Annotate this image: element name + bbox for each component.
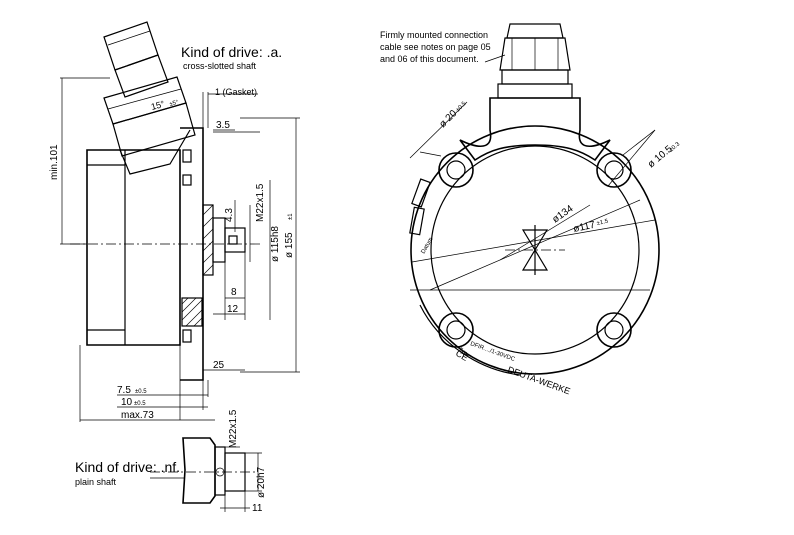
ce-mark: CE (454, 348, 470, 363)
dim-m22: M22x1.5 (255, 183, 266, 222)
gasket-label: 1 (Gasket) (215, 87, 257, 97)
note-line1: Firmly mounted connection (380, 30, 488, 40)
drive-a-title: Kind of drive: .a. (181, 44, 282, 60)
dim-10-tol: ±0.5 (134, 401, 146, 407)
plain-shaft-view: Kind of drive: .nf. plain shaft M22x1.5 … (75, 409, 267, 514)
front-dim-134: ø134 (550, 203, 575, 225)
dim-155-tol: ±1 (288, 213, 294, 220)
dim-8: 8 (231, 287, 237, 298)
drive-nf-subtitle: plain shaft (75, 477, 117, 487)
dim-7-5: 7.5 (117, 385, 131, 396)
angle-label: 15° (150, 99, 166, 112)
cable-gland (497, 23, 573, 99)
dim-max73: max.73 (121, 410, 154, 421)
shaft-dim-m22: M22x1.5 (228, 409, 239, 448)
side-view: Kind of drive: .a. cross-slotted shaft 1… (49, 21, 300, 422)
front-dim-117-tol: ±1.5 (596, 219, 609, 227)
front-dim-117: ø117 (572, 219, 596, 234)
drive-a-subtitle: cross-slotted shaft (183, 61, 257, 71)
dim-min101: min.101 (49, 144, 60, 180)
dim-4-3: 4.3 (224, 208, 235, 222)
dim-115: ø 115h8 (270, 226, 281, 262)
front-view: DEUTA-WERKE Typ DFIR..../1-30VDC Datum C… (380, 23, 682, 396)
dim-7-5-tol: ±0.5 (135, 389, 147, 395)
dim-25: 25 (213, 360, 225, 371)
center-mark (505, 225, 565, 275)
shaft-dim-20: ø 20h7 (256, 466, 267, 498)
dim-12: 12 (227, 304, 239, 315)
plate-brand: DEUTA-WERKE (506, 364, 571, 396)
drive-nf-title: Kind of drive: .nf. (75, 459, 180, 475)
dim-3-5: 3.5 (216, 120, 230, 131)
shaft-dim-11: 11 (252, 503, 263, 514)
type-plate: DEUTA-WERKE Typ DFIR..../1-30VDC Datum C… (409, 178, 572, 396)
dim-155: ø 155 (284, 232, 295, 258)
note-line2: cable see notes on page 05 (380, 42, 491, 52)
note-line3: and 06 of this document. (380, 54, 479, 64)
front-dim-10-5-tol: ±0.3 (668, 141, 681, 154)
dim-10: 10 (121, 397, 133, 408)
encoder-housing (70, 127, 260, 381)
plate-line1: Typ (457, 347, 469, 358)
angle-tol: ±5° (169, 100, 180, 108)
plate-line3: Datum (421, 237, 435, 255)
